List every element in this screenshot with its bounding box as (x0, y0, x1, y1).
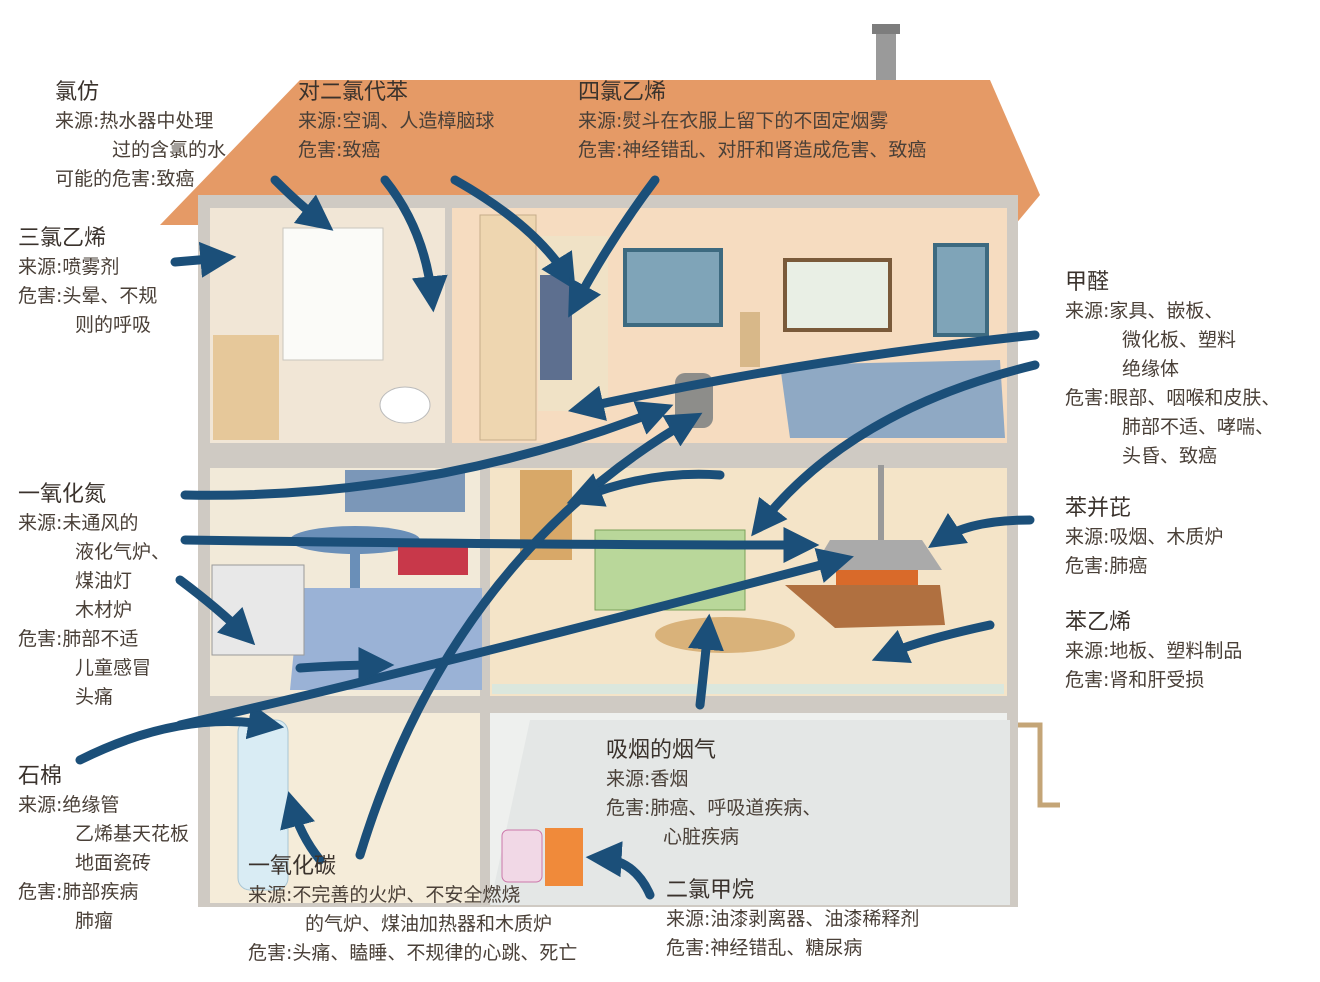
arrow-carbon-monoxide (280, 791, 325, 865)
label-line: 乙烯基天花板 (18, 823, 190, 845)
label-nitric-oxide: 一氧化氮 来源:未通风的 液化气炉、 煤油灯 木材炉 危害:肺部不适 儿童感冒 … (18, 480, 170, 712)
label-line: 来源:喷雾剂 (18, 256, 120, 278)
arrow-living (566, 469, 725, 507)
label-line: 危害:头痛、瞌睡、不规律的心跳、死亡 (248, 942, 578, 964)
label-dichloromethane: 二氯甲烷 来源:油漆剥离器、油漆稀释剂 危害:神经错乱、糖尿病 (666, 876, 919, 963)
label-smoke: 吸烟的烟气 来源:香烟 危害:肺癌、呼吸道疾病、 心脏疾病 (606, 736, 821, 852)
label-line: 来源:油漆剥离器、油漆稀释剂 (666, 908, 920, 930)
label-line: 危害:肺部疾病 (18, 881, 139, 903)
label-line: 来源:热水器中处理 (55, 110, 214, 132)
arrow-smoke-1 (175, 548, 854, 730)
label-line: 的气炉、煤油加热器和木质炉 (248, 913, 553, 935)
arrow-nitric-oxide-1 (180, 401, 674, 500)
label-benzopyrene: 苯并芘 来源:吸烟、木质炉 危害:肺癌 (1065, 494, 1223, 581)
label-line: 儿童感冒 (18, 657, 152, 679)
label-line: 木材炉 (18, 599, 133, 621)
label-line: 来源:绝缘管 (18, 794, 120, 816)
label-title: 四氯乙烯 (578, 80, 667, 105)
label-tetrachloroethylene: 四氯乙烯 来源:熨斗在衣服上留下的不固定烟雾 危害:神经错乱、对肝和肾造成危害、… (578, 78, 926, 165)
label-line: 危害:头晕、不规 (18, 285, 158, 307)
label-title: 石棉 (18, 764, 63, 789)
arrow-nitric-oxide-3 (175, 575, 256, 646)
label-line: 危害:眼部、咽喉和皮肤、 (1065, 387, 1281, 409)
label-line: 来源:家具、嵌板、 (1065, 300, 1224, 322)
label-line: 危害:肺癌 (1065, 555, 1148, 577)
label-trichloroethylene: 三氯乙烯 来源:喷雾剂 危害:头晕、不规 则的呼吸 (18, 224, 157, 340)
arrow-benzopyrene (928, 513, 1035, 548)
label-title: 一氧化碳 (248, 854, 337, 879)
label-title: 一氧化氮 (18, 482, 107, 507)
label-line: 危害:肾和肝受损 (1065, 669, 1205, 691)
label-title: 氯仿 (55, 80, 100, 105)
label-line: 过的含氯的水 (55, 139, 227, 161)
label-line: 头痛 (18, 686, 114, 708)
label-dichlorobenzene: 对二氯代苯 来源:空调、人造樟脑球 危害:致癌 (298, 78, 494, 165)
label-line: 来源:熨斗在衣服上留下的不固定烟雾 (578, 110, 889, 132)
arrow-formaldehyde-1 (567, 330, 1040, 421)
label-asbestos: 石棉 来源:绝缘管 乙烯基天花板 地面瓷砖 危害:肺部疾病 肺瘤 (18, 762, 189, 936)
label-line: 煤油灯 (18, 570, 133, 592)
arrow-tetrachloroethylene (450, 175, 576, 291)
label-styrene: 苯乙烯 来源:地板、塑料制品 危害:肾和肝受损 (1065, 608, 1242, 695)
label-chloroform: 氯仿 来源:热水器中处理 过的含氯的水 可能的危害:致癌 (55, 78, 226, 194)
label-line: 来源:吸烟、木质炉 (1065, 526, 1224, 548)
label-line: 心脏疾病 (606, 826, 740, 848)
label-line: 来源:未通风的 (18, 512, 139, 534)
label-line: 则的呼吸 (18, 314, 152, 336)
label-line: 绝缘体 (1065, 358, 1180, 380)
label-line: 危害:神经错乱、糖尿病 (666, 937, 863, 959)
label-line: 来源:不完善的火炉、不安全燃烧 (248, 884, 521, 906)
label-line: 液化气炉、 (18, 541, 171, 563)
label-title: 二氯甲烷 (666, 878, 755, 903)
arrow-smoke-2 (355, 412, 703, 860)
arrow-dichloromethane (585, 841, 655, 900)
label-line: 地面瓷砖 (18, 852, 152, 874)
arrow-smoke-3 (688, 613, 724, 710)
label-title: 吸烟的烟气 (606, 738, 717, 763)
label-line: 来源:香烟 (606, 768, 689, 790)
label-title: 苯并芘 (1065, 496, 1132, 521)
label-carbon-monoxide: 一氧化碳 来源:不完善的火炉、不安全燃烧 的气炉、煤油加热器和木质炉 危害:头痛… (248, 852, 577, 968)
label-title: 三氯乙烯 (18, 226, 107, 251)
label-line: 危害:肺部不适 (18, 628, 139, 650)
label-line: 来源:空调、人造樟脑球 (298, 110, 495, 132)
label-line: 危害:肺癌、呼吸道疾病、 (606, 797, 822, 819)
label-formaldehyde: 甲醛 来源:家具、嵌板、 微化板、塑料 绝缘体 危害:眼部、咽喉和皮肤、 肺部不… (1065, 268, 1280, 471)
arrow-formaldehyde-2 (751, 360, 1040, 537)
arrow-trichloroethylene (170, 241, 237, 278)
label-line: 来源:地板、塑料制品 (1065, 640, 1243, 662)
roof (160, 80, 1040, 225)
label-line: 危害:致癌 (298, 139, 381, 161)
label-line: 危害:神经错乱、对肝和肾造成危害、致癌 (578, 139, 927, 161)
label-title: 甲醛 (1065, 270, 1110, 295)
arrow-kitchen (295, 647, 395, 684)
label-line: 微化板、塑料 (1065, 329, 1237, 351)
arrow-dichlorobenzene (380, 175, 448, 313)
label-line: 头昏、致癌 (1065, 445, 1218, 467)
arrow-styrene (871, 620, 995, 664)
arrow-nitric-oxide-2 (180, 526, 820, 563)
label-line: 肺瘤 (18, 910, 114, 932)
label-line: 可能的危害:致癌 (55, 168, 195, 190)
arrow-tetrachloroethylene-2 (568, 175, 660, 318)
arrow-chloroform (270, 175, 334, 231)
label-title: 对二氯代苯 (298, 80, 409, 105)
label-line: 肺部不适、哮喘、 (1065, 416, 1275, 438)
label-title: 苯乙烯 (1065, 610, 1132, 635)
